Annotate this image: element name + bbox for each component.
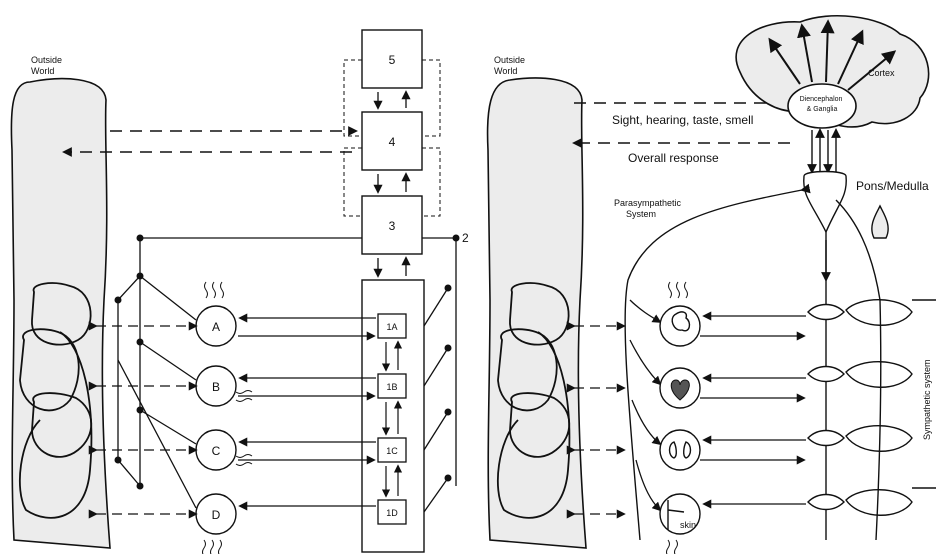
right-outside-world-line1: Outside — [494, 55, 525, 65]
diencephalon-line2: & Ganglia — [807, 106, 838, 113]
module-1c-label: 1C — [386, 446, 398, 456]
level-5-label: 5 — [389, 53, 396, 67]
left-outside-world-line1: Outside — [31, 55, 62, 65]
module-1b-label: 1B — [386, 382, 397, 392]
parasympathetic-line2: System — [626, 209, 656, 219]
sympathetic-label: Sympathetic system — [922, 359, 932, 440]
response-label: Overall response — [628, 151, 719, 165]
level-4-label: 4 — [389, 135, 396, 149]
right-panel: Outside World Sight, hearing, taste, sme… — [488, 16, 936, 554]
world-organ-arrows — [96, 326, 196, 514]
kidney-organ — [660, 430, 700, 470]
parasympathetic-line1: Parasympathetic — [614, 198, 682, 208]
pons-shape — [804, 172, 847, 233]
left-outside-world-region — [11, 79, 110, 548]
brainstem-arrows — [812, 130, 836, 172]
right-outside-world-region — [488, 78, 586, 548]
parasympathetic-tract — [625, 190, 802, 540]
parasympathetic-label: Parasympathetic System — [614, 198, 684, 219]
organ-c-label: C — [212, 444, 221, 458]
level-boxes — [362, 30, 424, 552]
left-world-level4-links — [64, 131, 356, 152]
level-3-label: 3 — [389, 219, 396, 233]
left-outside-world-line2: World — [31, 66, 54, 76]
pons-label: Pons/Medulla — [856, 179, 929, 193]
diencephalon-line1: Diencephalon — [800, 96, 843, 103]
organ-circles — [196, 306, 236, 534]
organ-module-arrows — [238, 318, 376, 506]
right-outside-world-label: Outside World — [494, 55, 528, 76]
senses-label: Sight, hearing, taste, smell — [612, 113, 753, 127]
organ-spinal-arrows — [700, 316, 806, 504]
skin-label: skin — [680, 520, 696, 530]
organ-d-label: D — [212, 508, 221, 522]
left-panel: Outside World 5 4 3 — [11, 30, 469, 554]
organ-b-label: B — [212, 380, 220, 394]
module-1a-label: 1A — [386, 322, 397, 332]
right-outside-world-line2: World — [494, 66, 517, 76]
left-outside-world-label: Outside World — [31, 55, 65, 76]
module-1d-label: 1D — [386, 508, 398, 518]
organ-a-label: A — [212, 320, 220, 334]
level-2-label: 2 — [462, 231, 469, 245]
visceral-organs — [660, 306, 700, 534]
